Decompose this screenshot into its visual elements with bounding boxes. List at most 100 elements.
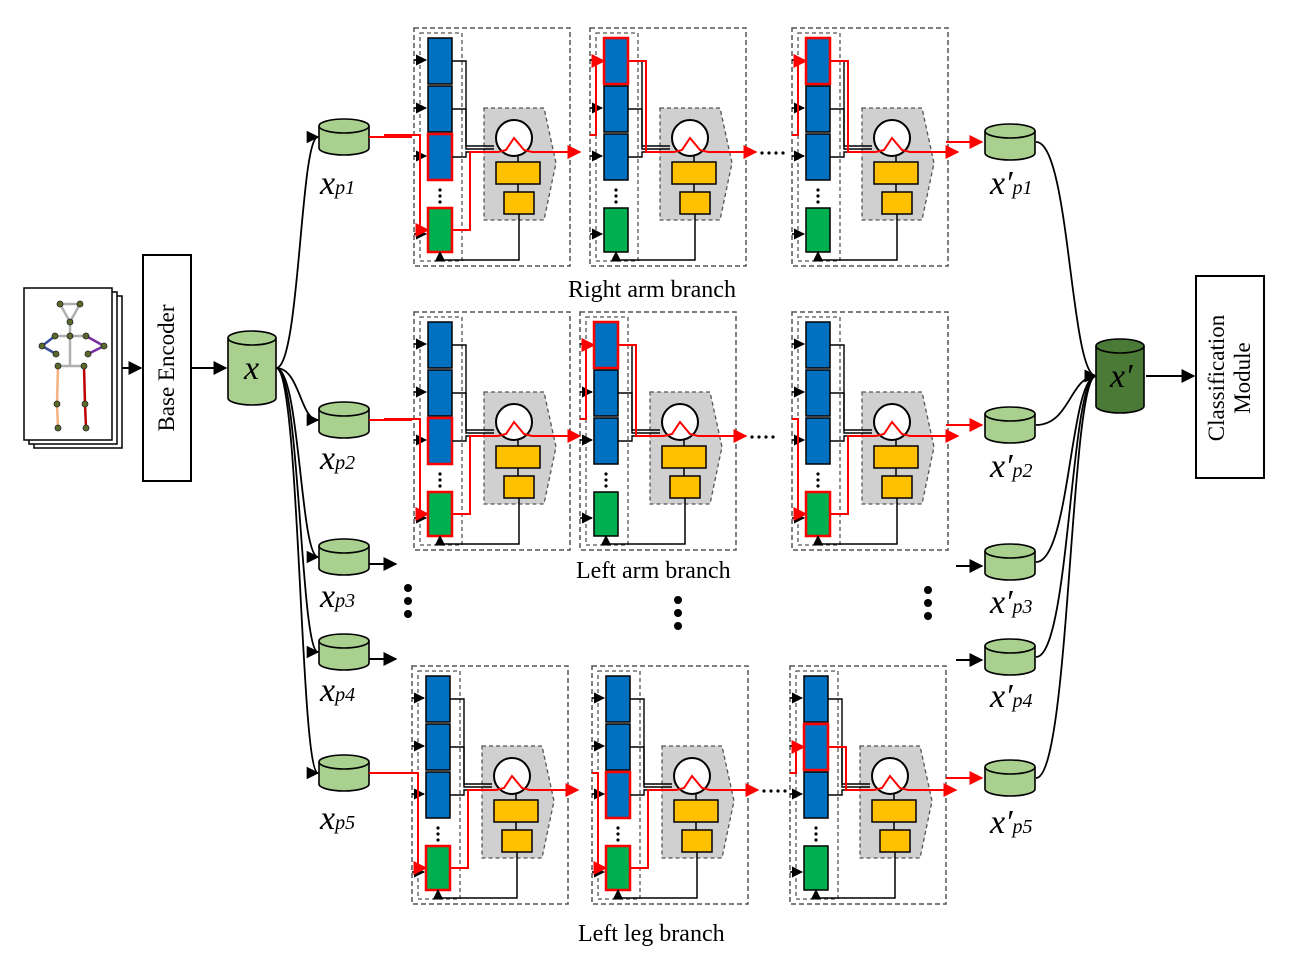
feedback-line <box>434 214 520 262</box>
output-label-p2-base: x′ <box>990 448 1013 485</box>
new-memory-cell <box>804 490 832 538</box>
curve-p3-to-xprime <box>1035 369 1098 563</box>
memory-dot <box>814 838 818 842</box>
branch1-unit1 <box>384 27 582 267</box>
memory-cell <box>427 321 453 369</box>
branch-label-right-arm: Right arm branch <box>568 277 736 303</box>
branches <box>369 27 984 905</box>
new-memory-cell <box>604 844 632 892</box>
horizontal-ellipsis-dot <box>762 789 766 793</box>
memory-dot <box>814 826 818 830</box>
output-label-p4-sub: p4 <box>1012 690 1033 712</box>
cylinder-top <box>318 538 370 554</box>
vertical-ellipsis-dot <box>404 610 412 618</box>
curve-x-to-p5 <box>275 367 320 780</box>
memory-to-gate <box>450 746 492 788</box>
memory-cell <box>805 133 831 181</box>
ellipsis-dots <box>404 151 932 793</box>
classification-module-box <box>1195 275 1265 479</box>
skeleton-input-stack <box>23 287 123 449</box>
classification-label-line1: Classification <box>1204 314 1229 442</box>
gate-yellow-top <box>871 799 917 823</box>
branch1-unit3 <box>791 27 960 267</box>
output-cylinder-p1 <box>984 123 1036 161</box>
cylinder-body <box>318 546 370 576</box>
gate-yellow-bottom <box>881 475 913 499</box>
output-label-p5-base: x′ <box>990 804 1013 841</box>
gate-yellow-bottom <box>681 829 713 853</box>
memory-to-gate <box>830 392 872 434</box>
cylinder-top <box>1095 338 1145 354</box>
cylinder-top <box>318 401 370 417</box>
input-label-p1-base: x <box>320 165 336 202</box>
output-label-p1-sub: p1 <box>1012 177 1033 199</box>
memory-dot <box>816 478 820 482</box>
input-label-p1-sub: p1 <box>335 177 356 199</box>
memory-cell <box>804 36 832 86</box>
curve-p4-to-xprime <box>1035 369 1098 658</box>
vertical-ellipsis-dot <box>404 584 412 592</box>
red-route <box>628 60 674 153</box>
input-cylinder-p3 <box>318 538 370 576</box>
memory-cell <box>802 722 830 772</box>
gate-yellow-bottom <box>881 191 913 215</box>
input-cylinder-p2 <box>318 401 370 439</box>
memory-dot <box>438 200 442 204</box>
memory-dot <box>614 194 618 198</box>
vertical-ellipsis-dot <box>924 612 932 620</box>
branch2-unit2 <box>579 311 748 551</box>
horizontal-ellipsis-dot <box>781 151 785 155</box>
new-memory-cell <box>603 207 629 253</box>
memory-dot <box>816 200 820 204</box>
red-route <box>580 338 596 420</box>
gate-yellow-top <box>493 799 539 823</box>
memory-cell <box>426 132 454 182</box>
gate-yellow-top <box>661 445 707 469</box>
cylinder-top <box>227 330 277 346</box>
memory-dot <box>616 832 620 836</box>
feedback-line <box>434 498 520 546</box>
memory-dot <box>614 200 618 204</box>
gate-yellow-top <box>671 161 717 185</box>
feedback-line <box>810 852 896 900</box>
output-label-p1: x′p1 <box>990 165 1033 203</box>
memory-cell <box>805 369 831 417</box>
memory-cell <box>602 36 630 86</box>
red-route <box>452 151 498 231</box>
cylinders <box>227 118 1145 797</box>
cylinder-body <box>318 762 370 792</box>
feedback-line <box>600 498 686 546</box>
memory-to-gate <box>830 344 872 431</box>
memory-dot <box>436 838 440 842</box>
horizontal-ellipsis-dot <box>750 435 754 439</box>
feedback-line <box>432 852 518 900</box>
memory-to-gate <box>452 392 494 434</box>
horizontal-ellipsis-dot <box>776 789 780 793</box>
horizontal-ellipsis-dot <box>769 789 773 793</box>
red-route <box>663 420 748 443</box>
memory-dot <box>438 188 442 192</box>
classification-label-line2: Module <box>1230 342 1255 414</box>
red-route <box>830 60 876 153</box>
vertical-ellipsis-dot <box>404 597 412 605</box>
horizontal-ellipsis-dot <box>764 435 768 439</box>
branch-label-left-arm: Left arm branch <box>576 558 731 584</box>
memory-cell <box>803 771 829 819</box>
gate-yellow-top <box>495 445 541 469</box>
memory-dot <box>436 832 440 836</box>
red-route <box>792 418 808 521</box>
gate-yellow-top <box>873 161 919 185</box>
branch3-unit3 <box>789 665 958 905</box>
red-route <box>495 774 580 797</box>
memory-dot <box>438 484 442 488</box>
horizontal-ellipsis-dot <box>771 435 775 439</box>
gate-yellow-bottom <box>679 191 711 215</box>
x-prime-label: x′ <box>1110 358 1133 395</box>
memory-dot <box>616 826 620 830</box>
memory-cell <box>427 37 453 85</box>
memory-dot <box>614 188 618 192</box>
gate-yellow-bottom <box>669 475 701 499</box>
output-cylinder-p5 <box>984 759 1036 797</box>
memory-cell <box>603 85 629 133</box>
